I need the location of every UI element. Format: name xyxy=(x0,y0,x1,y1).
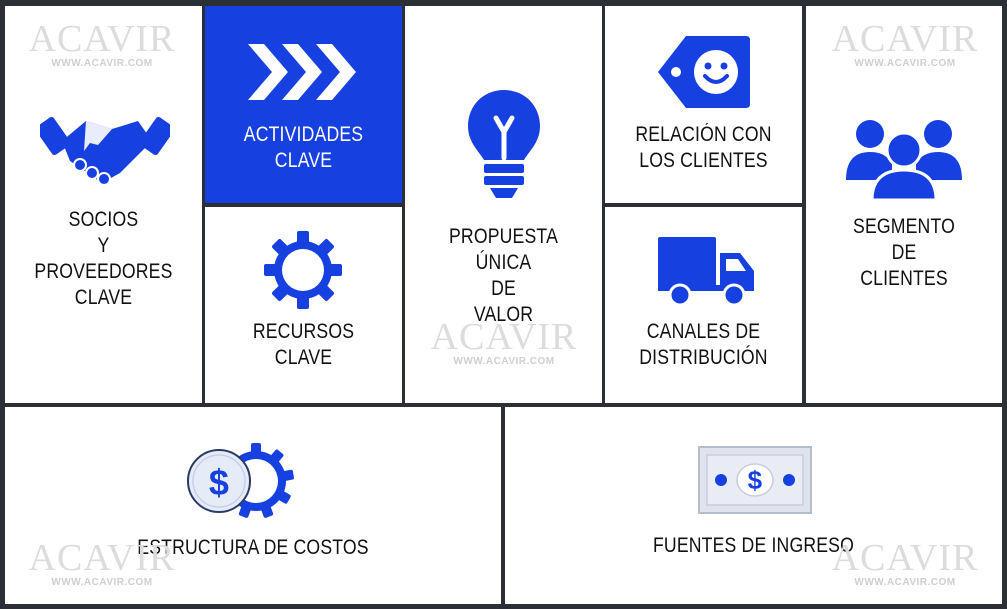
label-line: CLAVE xyxy=(274,149,333,172)
watermark: ACAVIR WWW.ACAVIR.COM xyxy=(831,18,979,69)
block-revenue-streams: $ FUENTES DE INGRESO ACAVIR WWW.ACAVIR.C… xyxy=(505,407,1002,604)
block-customer-relationships: RELACIÓN CON LOS CLIENTES xyxy=(605,6,802,203)
label-line: DE xyxy=(491,277,516,300)
label-line: SEGMENTO xyxy=(853,215,955,238)
block-cost-structure: $ ESTRUCTURA DE COSTOS ACAVIR WWW.ACAVIR… xyxy=(5,407,501,604)
label-line: RECURSOS xyxy=(252,320,355,343)
label-line: RELACIÓN CON xyxy=(635,123,772,146)
coin-gear-icon xyxy=(187,443,294,518)
block-label: FUENTES DE INGRESO xyxy=(652,534,854,557)
block-label: PROPUESTA ÚNICA DE VALOR xyxy=(421,224,586,328)
watermark: ACAVIR WWW.ACAVIR.COM xyxy=(28,18,176,69)
block-value-proposition: PROPUESTA ÚNICA DE VALOR ACAVIR WWW.ACAV… xyxy=(405,6,602,403)
label-line: SOCIOS xyxy=(68,208,139,231)
block-label: RELACIÓN CON LOS CLIENTES xyxy=(621,122,786,174)
note-dollar-symbol: $ xyxy=(747,465,763,495)
handshake-icon xyxy=(40,116,170,186)
label-line: CLAVE xyxy=(74,286,133,309)
label-line: ACTIVIDADES xyxy=(243,123,364,146)
label-line: VALOR xyxy=(473,303,534,326)
smiley-tag-icon xyxy=(658,36,750,108)
block-label: ESTRUCTURA DE COSTOS xyxy=(137,536,369,559)
label-line: PROVEEDORES xyxy=(34,260,173,283)
block-key-resources: RECURSOS CLAVE xyxy=(205,207,402,403)
truck-icon xyxy=(658,237,754,307)
block-label: RECURSOS CLAVE xyxy=(221,319,386,371)
label-line: DISTRIBUCIÓN xyxy=(639,346,768,369)
block-label: CANALES DE DISTRIBUCIÓN xyxy=(621,319,786,371)
block-key-partners: ACAVIR WWW.ACAVIR.COM SOCIOS Y PROVEEDOR… xyxy=(5,6,202,403)
label-line: LOS CLIENTES xyxy=(639,149,768,172)
label-line: PROPUESTA xyxy=(448,225,559,248)
label-line: DE xyxy=(891,241,917,264)
block-customer-segments: ACAVIR WWW.ACAVIR.COM SEGMENTO DE CLIENT… xyxy=(806,6,1002,403)
gear-icon xyxy=(264,231,342,309)
label-line: CANALES DE xyxy=(646,320,761,343)
block-label: SEGMENTO DE CLIENTES xyxy=(822,214,987,292)
people-group-icon xyxy=(846,120,962,200)
label-line: Y xyxy=(97,234,110,257)
label-line: ÚNICA xyxy=(475,251,532,274)
block-channels: CANALES DE DISTRIBUCIÓN xyxy=(605,207,802,403)
block-label: SOCIOS Y PROVEEDORES CLAVE xyxy=(21,207,186,311)
triple-chevron-icon xyxy=(248,44,356,100)
block-label: ACTIVIDADES CLAVE xyxy=(221,122,386,174)
label-line: CLIENTES xyxy=(860,267,948,290)
banknote-icon xyxy=(698,446,812,514)
lightbulb-icon xyxy=(468,90,540,198)
coin-dollar-symbol: $ xyxy=(208,462,230,503)
block-key-activities: ACTIVIDADES CLAVE xyxy=(205,6,402,203)
label-line: CLAVE xyxy=(274,346,333,369)
